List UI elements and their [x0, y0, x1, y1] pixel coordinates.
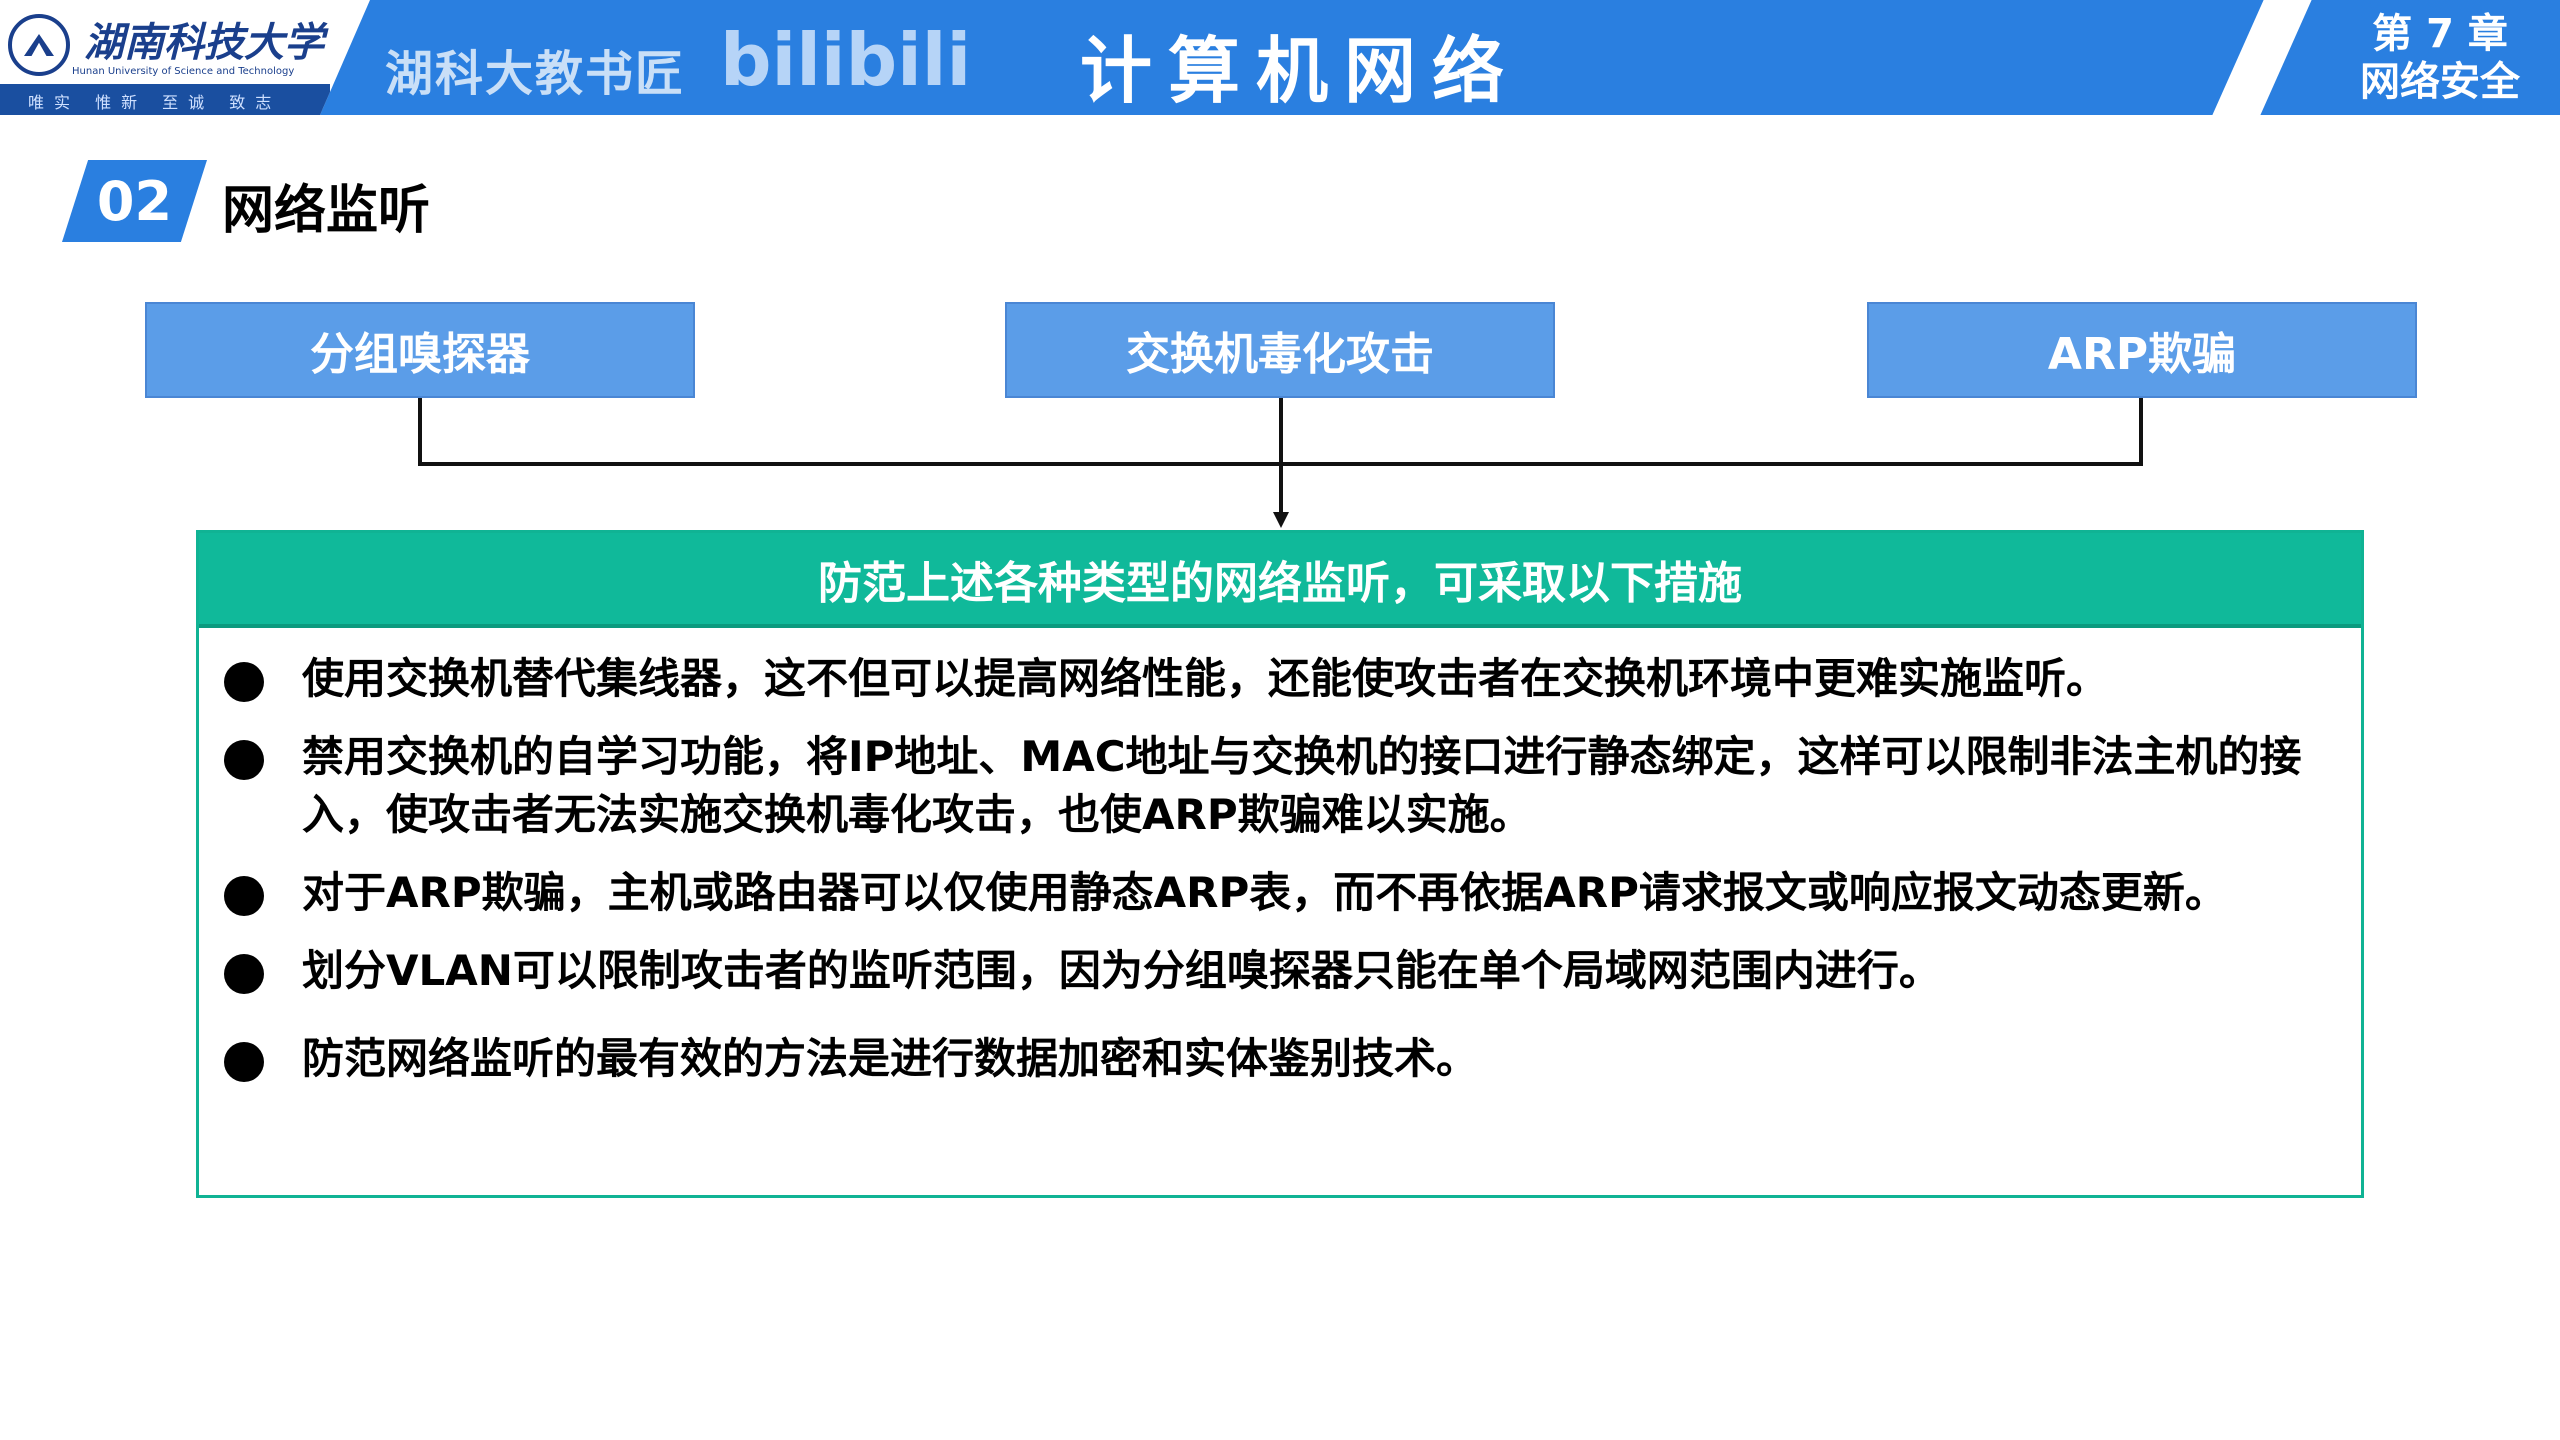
university-seal-icon: [8, 14, 70, 76]
list-item-text: 对于ARP欺骗，主机或路由器可以仅使用静态ARP表，而不再依据ARP请求报文或响…: [302, 868, 2227, 917]
slide-title: 计算机网络: [1079, 29, 1520, 113]
slide-header: 湖南科技大学 Hunan University of Science and T…: [0, 0, 2560, 115]
connector-line: [418, 398, 422, 466]
university-logo: 湖南科技大学 Hunan University of Science and T…: [0, 0, 370, 115]
motto-band: 唯实 惟新 至诚 致志: [0, 84, 330, 115]
chapter-label: 第 7 章 网络安全: [2350, 10, 2530, 106]
section-number-badge: 02: [62, 160, 207, 242]
attack-box-switch-poisoning: 交换机毒化攻击: [1005, 302, 1555, 398]
connector-line: [1279, 398, 1283, 516]
section-title: 网络监听: [222, 181, 431, 241]
connector-line: [418, 462, 2143, 466]
list-item-text: 禁用交换机的自学习功能，将IP地址、MAC地址与交换机的接口进行静态绑定，这样可…: [302, 732, 2302, 839]
connector-line: [2139, 398, 2143, 466]
university-name-en: Hunan University of Science and Technolo…: [72, 66, 295, 77]
attack-box-arp-spoofing: ARP欺骗: [1867, 302, 2417, 398]
measures-panel: 防范上述各种类型的网络监听，可采取以下措施 使用交换机替代集线器，这不但可以提高…: [196, 530, 2364, 1198]
bullet-icon: [224, 1042, 264, 1082]
attack-box-packet-sniffer: 分组嗅探器: [145, 302, 695, 398]
bullet-icon: [224, 876, 264, 916]
list-item: 禁用交换机的自学习功能，将IP地址、MAC地址与交换机的接口进行静态绑定，这样可…: [224, 728, 2341, 844]
bullet-icon: [224, 740, 264, 780]
university-name-cn: 湖南科技大学: [84, 19, 324, 66]
chapter-title: 网络安全: [2360, 59, 2520, 105]
list-item: 划分VLAN可以限制攻击者的监听范围，因为分组嗅探器只能在单个局域网范围内进行。: [224, 942, 2341, 1000]
arrow-down-icon: [1273, 512, 1289, 528]
bullet-icon: [224, 954, 264, 994]
motto: 唯实 惟新 至诚 致志: [28, 93, 282, 112]
list-item: 使用交换机替代集线器，这不但可以提高网络性能，还能使攻击者在交换机环境中更难实施…: [224, 650, 2341, 708]
bilibili-watermark: bilibili: [720, 18, 972, 102]
list-item-text: 使用交换机替代集线器，这不但可以提高网络性能，还能使攻击者在交换机环境中更难实施…: [302, 654, 2109, 703]
list-item-text: 防范网络监听的最有效的方法是进行数据加密和实体鉴别技术。: [302, 1034, 1479, 1083]
measures-title: 防范上述各种类型的网络监听，可采取以下措施: [199, 533, 2361, 628]
list-item: 防范网络监听的最有效的方法是进行数据加密和实体鉴别技术。: [224, 1030, 2341, 1088]
list-item-text: 划分VLAN可以限制攻击者的监听范围，因为分组嗅探器只能在单个局域网范围内进行。: [302, 946, 1941, 995]
watermark-text: 湖科大教书匠: [385, 46, 686, 102]
bullet-icon: [224, 662, 264, 702]
chapter-number: 第 7 章: [2372, 11, 2508, 57]
list-item: 对于ARP欺骗，主机或路由器可以仅使用静态ARP表，而不再依据ARP请求报文或响…: [224, 864, 2341, 922]
